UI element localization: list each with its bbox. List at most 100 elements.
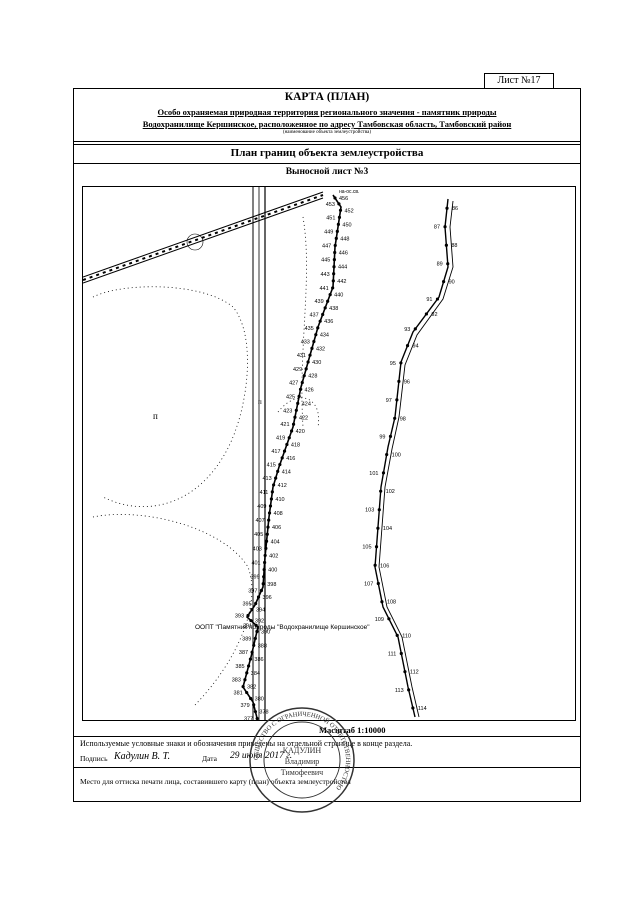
vertex-label: 389	[242, 636, 251, 642]
vertex-label: 394	[256, 608, 265, 614]
vertex-label: 113	[395, 688, 404, 694]
vertex-label: 443	[320, 272, 329, 278]
east-point-labels: 8687888990919293949596979899100101102103…	[362, 206, 458, 712]
vertex-label: 404	[271, 539, 280, 545]
vertex-label: 377	[244, 717, 253, 721]
boundary-vertex	[445, 206, 449, 210]
boundary-vertex	[413, 327, 417, 331]
boundary-vertex	[318, 319, 322, 323]
seal-name-3: Тимофеевич	[281, 768, 323, 777]
boundary-vertex	[373, 563, 377, 567]
subsheet-title: Выносной лист №3	[285, 167, 369, 177]
vertex-label: 86	[452, 206, 458, 212]
boundary-vertex	[435, 297, 440, 301]
vertex-label: 397	[248, 589, 257, 595]
map-symbol: п	[258, 398, 262, 406]
boundary-vertex	[332, 257, 336, 262]
boundary-vertex	[388, 434, 393, 438]
vertex-label: 112	[410, 670, 419, 676]
boundary-vertex	[250, 650, 254, 654]
boundary-vertex	[252, 703, 256, 707]
boundary-vertex	[253, 710, 258, 714]
sheet-number: Лист №17	[484, 73, 554, 89]
boundary-vertex	[407, 688, 411, 692]
section-title: План границ объекта землеустройства	[230, 147, 424, 159]
vertex-label: 417	[271, 449, 280, 455]
boundary-vertex	[250, 607, 254, 612]
vertex-label: 452	[345, 208, 354, 214]
map-drawing: 4564534524514504494484474464454444434424…	[83, 187, 458, 721]
boundary-vertex	[254, 601, 258, 606]
boundary-vertex	[264, 539, 269, 543]
vertex-label: 415	[267, 463, 276, 469]
vertex-label: 398	[267, 582, 276, 588]
boundary-vertex	[379, 489, 383, 493]
boundary-vertex	[246, 613, 250, 618]
boundary-vertex	[333, 250, 337, 255]
map-symbol: п	[153, 411, 158, 421]
company-seal: ОБЩЕСТВО С ОГРАНИЧЕННОЙ ОТВЕТСТВЕННОСТЬЮ…	[249, 707, 355, 813]
boundary-vertex	[262, 575, 266, 579]
vertex-label: 408	[274, 511, 283, 517]
boundary-vertex	[306, 360, 310, 364]
vertex-label: 107	[364, 582, 373, 588]
boundary-vertex	[261, 582, 265, 586]
boundary-vertex	[385, 452, 389, 457]
boundary-vertex	[297, 394, 301, 398]
boundary-vertex	[289, 429, 294, 433]
vertex-label: 441	[319, 286, 328, 292]
vertex-label: 456	[339, 196, 348, 202]
vertex-label: 425	[286, 394, 295, 400]
divider	[73, 736, 581, 737]
east-boundary-shadow	[378, 200, 454, 718]
vertex-label: 105	[362, 545, 371, 551]
vertex-label: 91	[426, 297, 432, 303]
boundary-vertex	[267, 511, 272, 515]
boundary-vertex	[249, 696, 253, 701]
vertex-label: 89	[437, 262, 443, 268]
vertex-label: 384	[251, 671, 260, 677]
boundary-vertex	[321, 312, 325, 317]
vertex-label: 407	[256, 518, 265, 524]
object-line-2: Водохранилище Кершинское, расположенное …	[142, 119, 512, 129]
vertex-label: 102	[386, 489, 395, 495]
vertex-label: 110	[402, 633, 411, 639]
object-label: ООПТ "Памятник природы "Водохранилище Ке…	[195, 624, 370, 631]
boundary-vertex	[381, 471, 386, 475]
vertex-label: 94	[413, 344, 419, 350]
divider	[73, 163, 581, 164]
vertex-label: 453	[326, 202, 335, 208]
vertex-label: 378	[259, 710, 268, 716]
boundary-vertex	[405, 344, 410, 348]
vertex-label: 428	[308, 374, 317, 380]
forest-contours	[92, 216, 320, 708]
boundary-vertex	[249, 618, 253, 623]
vertex-label: 93	[404, 327, 410, 333]
vertex-label: 101	[369, 471, 378, 477]
boundary-vertex	[287, 436, 291, 440]
vertex-label: 432	[316, 346, 325, 352]
boundary-vertex	[331, 279, 335, 283]
vertex-label: 422	[299, 415, 308, 421]
boundary-vertex	[316, 326, 320, 330]
boundary-vertex	[308, 353, 312, 357]
boundary-vertex	[267, 518, 271, 522]
vertex-label: 387	[239, 650, 248, 656]
vertex-label: 379	[241, 703, 250, 709]
vertex-label: 413	[262, 476, 271, 482]
boundary-vertex	[282, 449, 287, 453]
vertex-label: 100	[392, 453, 401, 459]
vertex-label: 108	[387, 600, 396, 606]
boundary-vertex	[331, 286, 335, 290]
vertex-label: 440	[334, 293, 343, 299]
stamp-note: Место для оттиска печати лица, составивш…	[80, 777, 351, 786]
vertex-label: 451	[326, 215, 335, 221]
vertex-label: 402	[269, 553, 278, 559]
boundary-vertex	[293, 415, 297, 419]
vertex-label: 382	[247, 685, 256, 691]
boundary-vertex	[397, 379, 401, 383]
vertex-label: 380	[255, 696, 264, 702]
vertex-label: 388	[258, 643, 267, 649]
vertex-label: 406	[272, 525, 281, 531]
boundary-vertex	[300, 380, 304, 385]
